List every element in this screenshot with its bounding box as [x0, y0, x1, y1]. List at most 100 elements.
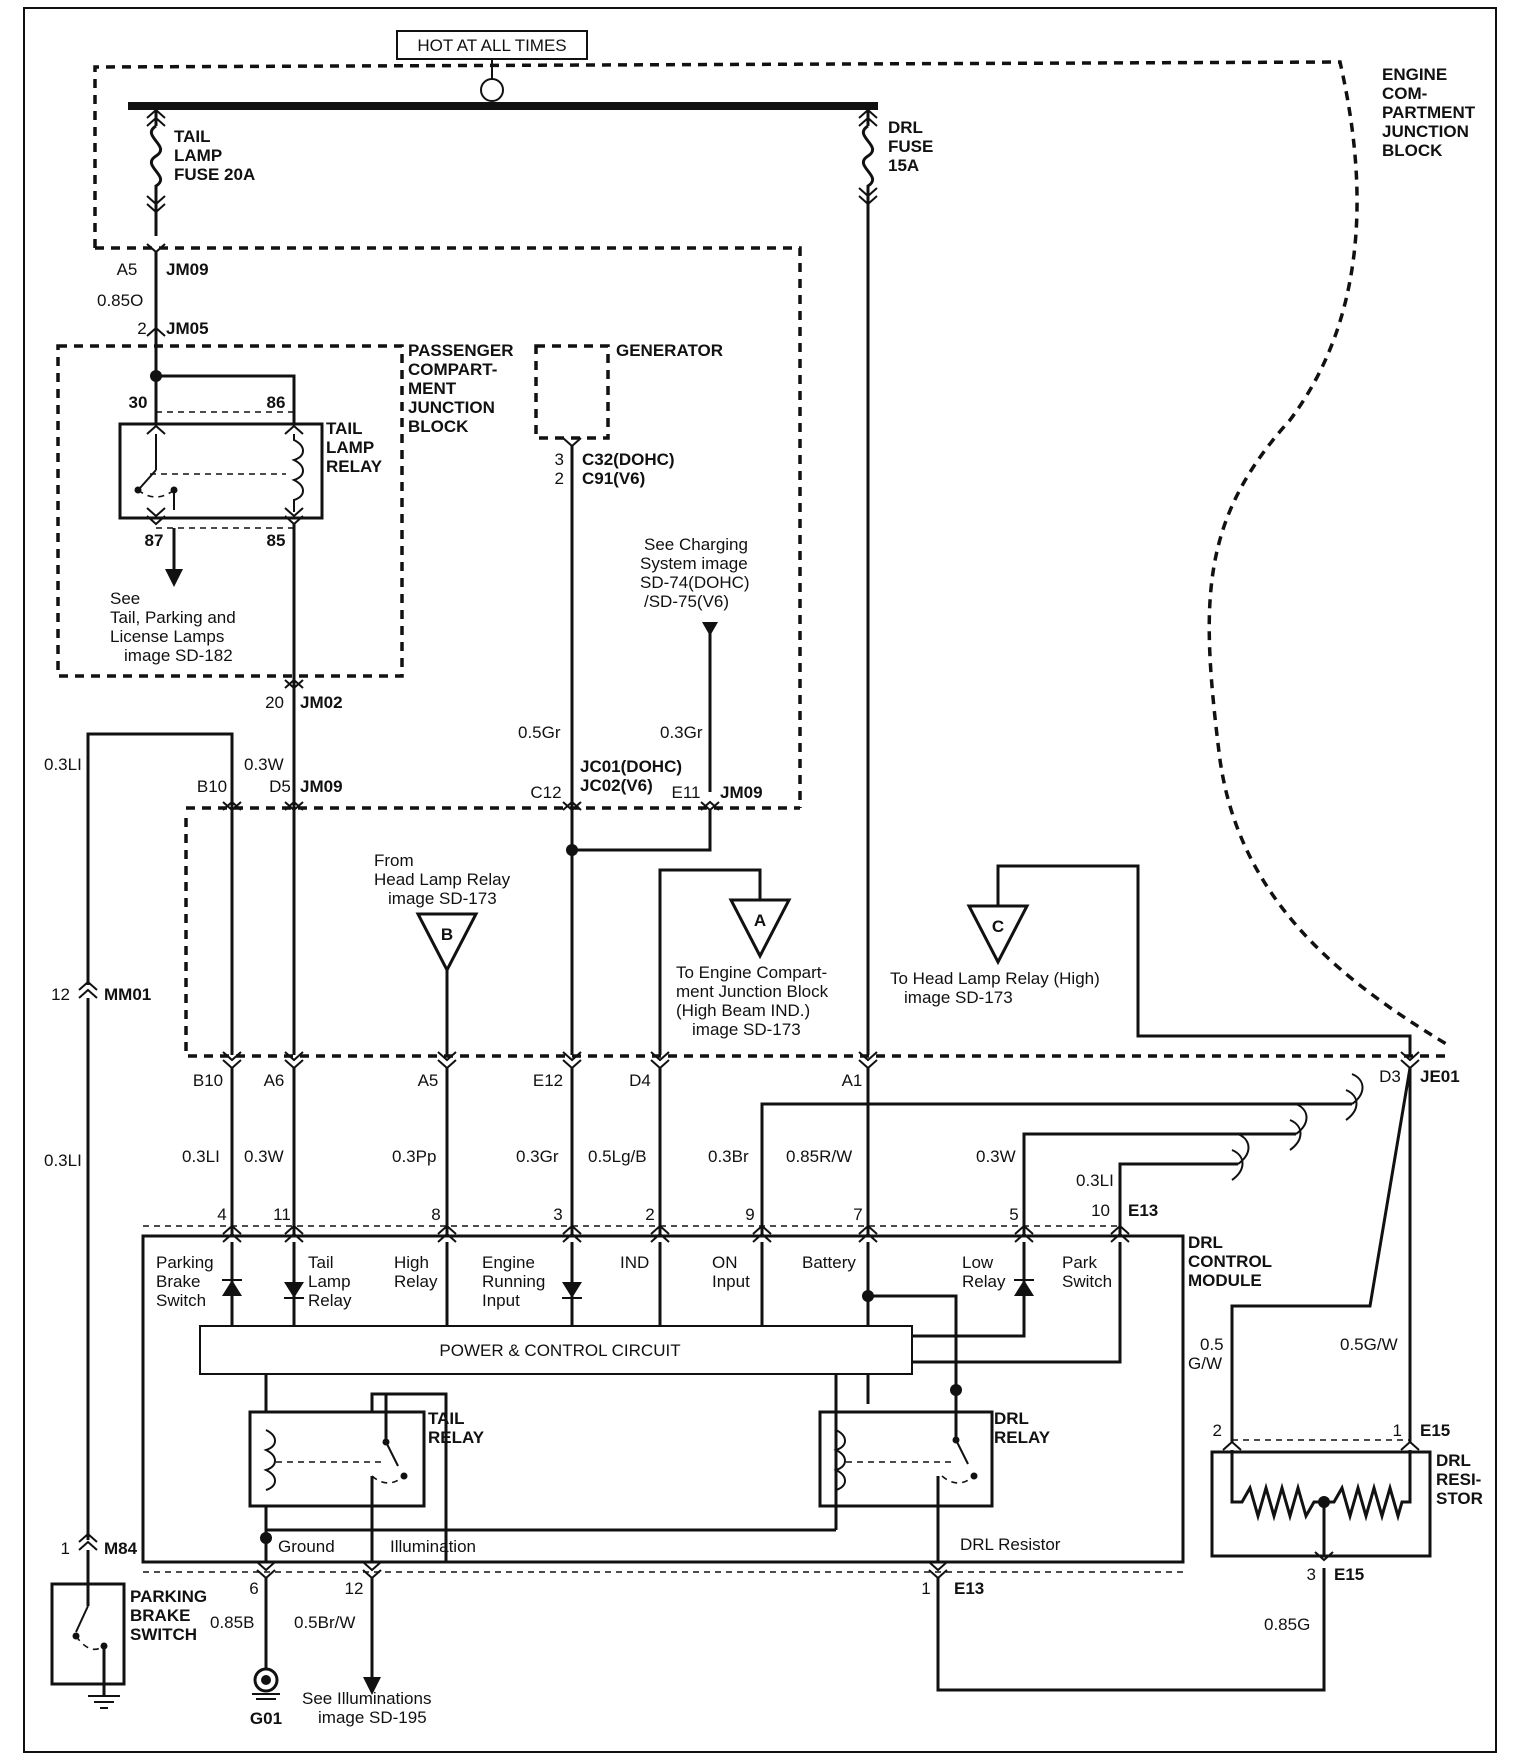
- svg-text:ment Junction Block: ment Junction Block: [676, 982, 829, 1001]
- svg-text:JM02: JM02: [300, 693, 343, 712]
- tail-parking-license-note: See Tail, Parking and License Lamps imag…: [110, 589, 236, 665]
- svg-text:image SD-195: image SD-195: [318, 1708, 427, 1727]
- svg-text:JC01(DOHC): JC01(DOHC): [580, 757, 682, 776]
- svg-text:System image: System image: [640, 554, 748, 573]
- svg-text:Tail, Parking and: Tail, Parking and: [110, 608, 236, 627]
- svg-text:JC02(V6): JC02(V6): [580, 776, 653, 795]
- svg-text:image SD-182: image SD-182: [124, 646, 233, 665]
- svg-text:JUNCTION: JUNCTION: [408, 398, 495, 417]
- svg-text:TAIL: TAIL: [428, 1409, 465, 1428]
- svg-text:Relay: Relay: [962, 1272, 1006, 1291]
- svg-text:C32(DOHC): C32(DOHC): [582, 450, 675, 469]
- svg-text:JM09: JM09: [166, 260, 209, 279]
- offpage-connector-b: From Head Lamp Relay image SD-173 B: [374, 851, 511, 1055]
- svg-text:Illumination: Illumination: [390, 1537, 476, 1556]
- svg-text:ENGINE: ENGINE: [1382, 65, 1447, 84]
- svg-text:3: 3: [1307, 1565, 1316, 1584]
- charging-system-note: See Charging System image SD-74(DOHC) /S…: [640, 535, 750, 611]
- svg-text:A: A: [754, 911, 766, 930]
- module-input-labels: Parking Brake Switch Tail Lamp Relay Hig…: [156, 1253, 1112, 1310]
- svg-text:ON: ON: [712, 1253, 738, 1272]
- svg-text:10: 10: [1091, 1201, 1110, 1220]
- tail-lamp-fuse: TAIL LAMP FUSE 20A: [146, 106, 255, 236]
- svg-text:RESI-: RESI-: [1436, 1470, 1481, 1489]
- generator-label: GENERATOR: [616, 341, 723, 360]
- page-border: [23, 7, 1497, 1753]
- svg-text:15A: 15A: [888, 156, 919, 175]
- svg-text:Parking: Parking: [156, 1253, 214, 1272]
- svg-text:2: 2: [555, 469, 564, 488]
- svg-text:JE01: JE01: [1420, 1067, 1460, 1086]
- svg-text:A1: A1: [842, 1071, 863, 1090]
- svg-text:PARTMENT: PARTMENT: [1382, 103, 1476, 122]
- svg-text:1: 1: [921, 1579, 930, 1598]
- svg-text:B10: B10: [193, 1071, 223, 1090]
- svg-text:0.5Br/W: 0.5Br/W: [294, 1613, 355, 1632]
- svg-text:0.3LI: 0.3LI: [182, 1147, 220, 1166]
- svg-text:Low: Low: [962, 1253, 994, 1272]
- svg-text:E11: E11: [672, 783, 701, 802]
- svg-text:Switch: Switch: [156, 1291, 206, 1310]
- svg-text:BRAKE: BRAKE: [130, 1606, 190, 1625]
- svg-text:D3: D3: [1379, 1067, 1401, 1086]
- svg-text:Running: Running: [482, 1272, 545, 1291]
- svg-text:See Charging: See Charging: [644, 535, 748, 554]
- svg-text:C91(V6): C91(V6): [582, 469, 645, 488]
- svg-text:(High Beam IND.): (High Beam IND.): [676, 1001, 810, 1020]
- svg-text:0.5G/W: 0.5G/W: [1340, 1335, 1398, 1354]
- svg-text:3: 3: [555, 450, 564, 469]
- svg-text:G01: G01: [250, 1709, 282, 1728]
- svg-text:D4: D4: [629, 1071, 651, 1090]
- svg-text:PASSENGER: PASSENGER: [408, 341, 514, 360]
- svg-text:image SD-173: image SD-173: [388, 889, 497, 908]
- svg-text:Ground: Ground: [278, 1537, 335, 1556]
- svg-text:JUNCTION: JUNCTION: [1382, 122, 1469, 141]
- svg-text:DRL: DRL: [994, 1409, 1029, 1428]
- svg-text:DRL: DRL: [888, 118, 923, 137]
- svg-text:MENT: MENT: [408, 379, 457, 398]
- svg-text:To Engine Compart-: To Engine Compart-: [676, 963, 827, 982]
- svg-text:JM05: JM05: [166, 319, 209, 338]
- offpage-connector-c: C To Head Lamp Relay (High) image SD-173: [890, 864, 1412, 1055]
- svg-text:FUSE 20A: FUSE 20A: [174, 165, 255, 184]
- drl-fuse: DRL FUSE 15A: [858, 106, 933, 206]
- svg-text:8: 8: [431, 1205, 440, 1224]
- parking-brake-switch: 1 M84 PARKING BRAKE SWITCH: [50, 1532, 207, 1709]
- module-top-pins: 4 11 8 3 2 9 7 5: [217, 1205, 1130, 1243]
- svg-text:Switch: Switch: [1062, 1272, 1112, 1291]
- svg-text:0.3Pp: 0.3Pp: [392, 1147, 436, 1166]
- tail-lamp-relay: 30 86 87 85 TAIL LAMP RELAY: [118, 336, 383, 550]
- svg-text:See Illuminations: See Illuminations: [302, 1689, 431, 1708]
- svg-text:0.3LI: 0.3LI: [1076, 1171, 1114, 1190]
- offpage-connector-a: A To Engine Compart- ment Junction Block…: [658, 868, 829, 1055]
- svg-text:0.85G: 0.85G: [1264, 1615, 1310, 1634]
- svg-text:DRL: DRL: [1436, 1451, 1471, 1470]
- svg-text:Engine: Engine: [482, 1253, 535, 1272]
- svg-text:85: 85: [267, 531, 286, 550]
- module-internal-wiring: [222, 1242, 1122, 1404]
- svg-text:Battery: Battery: [802, 1253, 856, 1272]
- svg-text:1: 1: [1393, 1421, 1402, 1440]
- svg-text:/SD-75(V6): /SD-75(V6): [644, 592, 729, 611]
- passenger-junction-block-outline: [56, 344, 404, 678]
- svg-text:High: High: [394, 1253, 429, 1272]
- svg-text:6: 6: [249, 1579, 258, 1598]
- power-control-circuit: [199, 1325, 913, 1375]
- svg-text:DRL Resistor: DRL Resistor: [960, 1535, 1061, 1554]
- svg-text:DRL: DRL: [1188, 1233, 1223, 1252]
- svg-text:STOR: STOR: [1436, 1489, 1483, 1508]
- svg-text:To Head Lamp Relay (High): To Head Lamp Relay (High): [890, 969, 1100, 988]
- svg-text:0.3W: 0.3W: [244, 1147, 284, 1166]
- svg-text:11: 11: [273, 1205, 291, 1224]
- svg-text:IND: IND: [620, 1253, 649, 1272]
- svg-text:Tail: Tail: [308, 1253, 334, 1272]
- svg-text:30: 30: [129, 393, 148, 412]
- engine-junction-block-label: ENGINE COM- PARTMENT JUNCTION BLOCK: [1382, 65, 1476, 160]
- svg-text:2: 2: [137, 319, 146, 338]
- svg-text:B: B: [441, 925, 453, 944]
- illuminations-note: See Illuminations image SD-195: [302, 1689, 431, 1727]
- svg-text:LAMP: LAMP: [174, 146, 222, 165]
- svg-text:E15: E15: [1420, 1421, 1450, 1440]
- internal-drl-relay: DRL RELAY: [818, 1374, 1051, 1562]
